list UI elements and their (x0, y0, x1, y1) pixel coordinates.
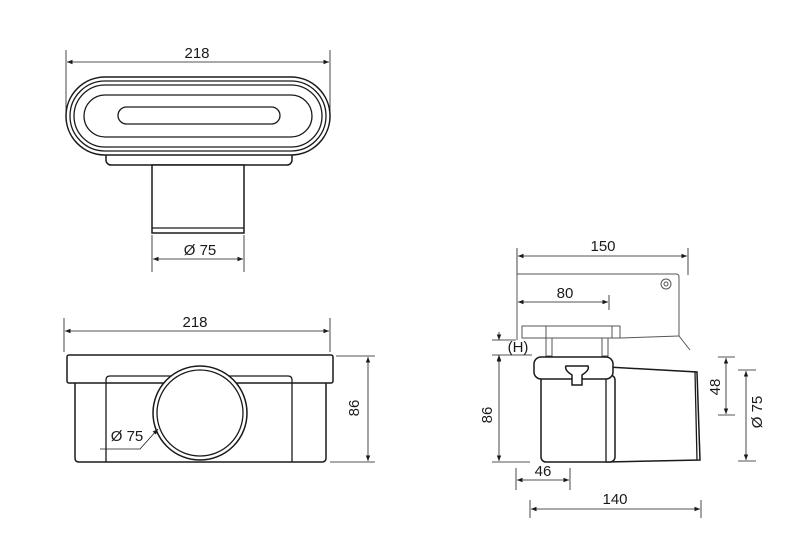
bracket-dimension-label: 150 (590, 238, 615, 255)
h-dimension-label: (H) (508, 339, 529, 356)
grate-ring (73, 84, 323, 148)
width-dimension-label: 218 (182, 314, 207, 331)
grate-inner-ring (83, 94, 313, 138)
length-dimension-label: 140 (602, 491, 627, 508)
height-dimension-label: 86 (346, 400, 363, 417)
locking-knob (564, 365, 590, 386)
side-outlet (605, 366, 701, 463)
width-dimension-label: 218 (184, 45, 209, 62)
grate-ring (69, 80, 327, 152)
flange-clip (601, 337, 609, 357)
side-view: 150 80 (H) 86 48 Ø 75 (479, 238, 766, 518)
offset-dimension-label: 46 (535, 463, 552, 480)
height-dimension-label: 86 (479, 407, 496, 424)
flange-clip (545, 337, 553, 357)
outlet-pipe (151, 164, 245, 234)
outlet-dimension-label: Ø 75 (111, 428, 144, 445)
outlet-dimension-label: Ø 75 (184, 242, 217, 259)
flange (545, 325, 613, 339)
bracket-screw-center (663, 281, 669, 287)
top-view: 218 Ø 75 (65, 45, 331, 272)
trap-pot (540, 374, 616, 463)
outlet-diameter-dimension-label: Ø 75 (749, 396, 766, 429)
outlet-circle (152, 365, 248, 461)
inner-dimension-label: 80 (557, 285, 574, 302)
outlet-leader-line (100, 428, 159, 450)
outlet-rim (694, 371, 698, 461)
front-view: 218 Ø 75 86 (63, 314, 375, 463)
outlet-inner-circle (156, 369, 244, 457)
outlet-height-dimension-label: 48 (707, 379, 724, 396)
grate-outer-ring (65, 76, 331, 156)
grate-slot (117, 106, 281, 125)
bracket-edge (619, 335, 680, 339)
